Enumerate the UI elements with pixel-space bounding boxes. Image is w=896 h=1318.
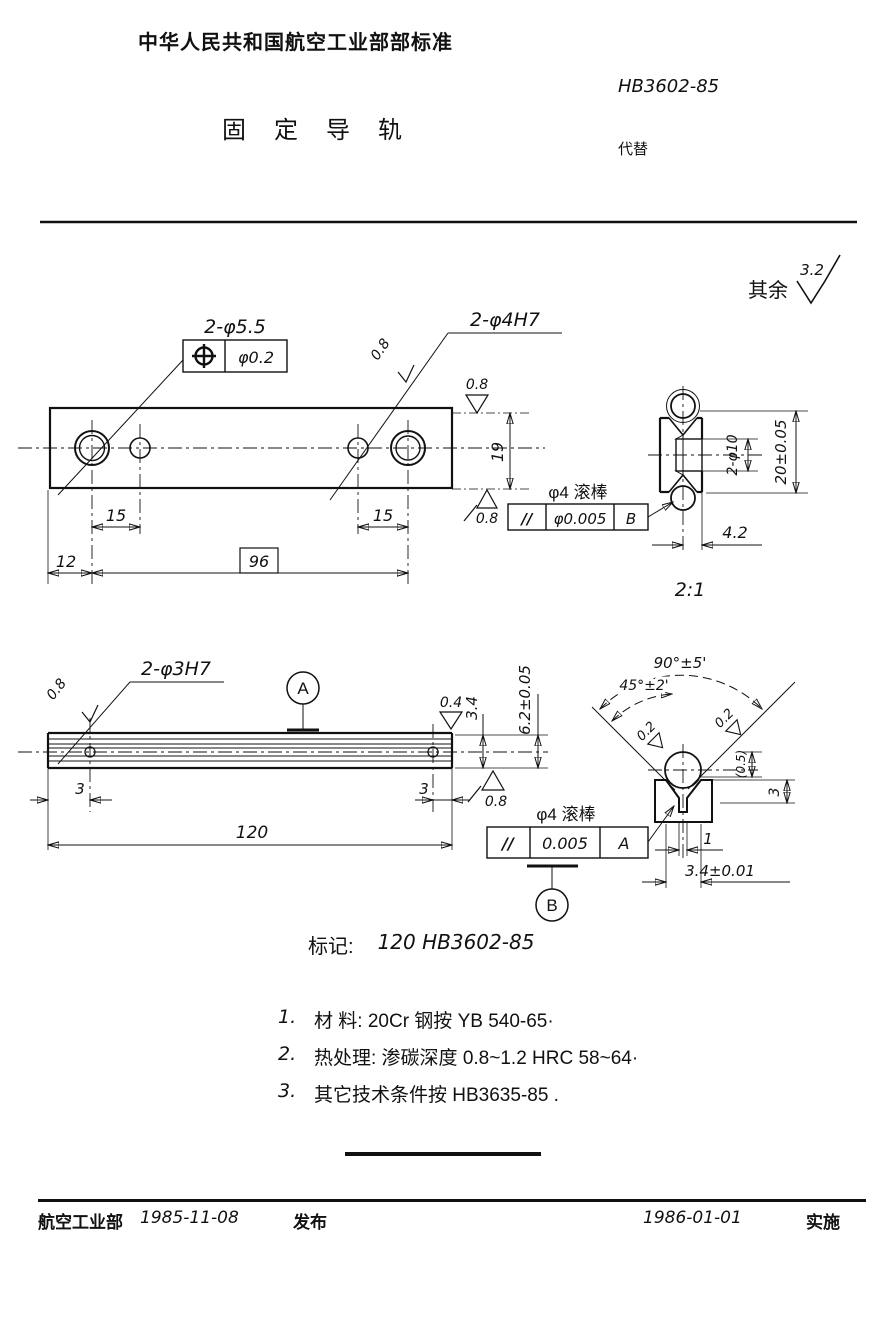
dim-counterbore: 2-φ10	[725, 434, 741, 475]
roller-note: φ4 滚棒	[548, 483, 607, 502]
scale-label: 2:1	[675, 579, 706, 601]
position-symbol-icon	[192, 344, 216, 368]
note-item: 3. 其它技术条件按 HB3635-85 .	[278, 1080, 559, 1107]
datum-b-symbol: B	[527, 864, 578, 922]
angle-90: 90°±5'	[654, 654, 707, 672]
position-tolerance-frame: φ0.2	[182, 339, 288, 373]
holes-label-5-5: 2-φ5.5	[204, 316, 266, 338]
section-divider	[345, 1152, 541, 1156]
datum-a-symbol: A	[286, 671, 320, 732]
note-number: 3.	[278, 1080, 297, 1102]
footer-issue-date: 1985-11-08	[140, 1208, 239, 1228]
note-number: 1.	[278, 1006, 297, 1028]
dim-15-right: 15	[373, 506, 393, 525]
footer-rule	[38, 1199, 866, 1202]
dim-19: 19	[488, 442, 507, 462]
note-item: 2. 热处理: 渗碳深度 0.8~1.2 HRC 58~64·	[278, 1043, 638, 1070]
footer-issue-label: 发布	[293, 1213, 327, 1232]
standard-org-title: 中华人民共和国航空工业部部标准	[138, 32, 453, 54]
finish-triangle-icon	[475, 488, 499, 509]
note-text: 其它技术条件按 HB3635-85 .	[314, 1085, 559, 1106]
dim-6-2: 6.2±0.05	[516, 665, 534, 735]
note-text: 热处理: 渗碳深度 0.8~1.2 HRC 58~64·	[314, 1048, 639, 1069]
v-block-section	[654, 779, 713, 823]
parallel-symbol: //	[500, 834, 515, 853]
finish-face-left-value: 0.2	[634, 719, 659, 744]
dim-120: 120	[236, 823, 268, 843]
roller-note-2: φ4 滚棒	[536, 805, 595, 824]
finish-triangle-icon	[480, 769, 506, 791]
page-title: 固定导轨	[222, 117, 430, 144]
holes-label-4h7: 2-φ4H7	[470, 309, 540, 331]
marking-line: 标记: 120 HB3602-85	[308, 930, 534, 959]
datum-b-label: B	[546, 896, 557, 915]
dim-0-5: (0.5)	[734, 750, 748, 778]
general-finish-symbol: 其余 3.2	[748, 254, 841, 305]
finish-left-mark: 0.8	[44, 676, 70, 703]
finish-check-icon	[796, 254, 841, 305]
general-finish-label: 其余	[748, 279, 788, 302]
parallel-datum: A	[618, 834, 630, 853]
marking-label: 标记:	[308, 936, 354, 958]
note-number: 2.	[278, 1043, 297, 1065]
footer-impl-date: 1986-01-01	[643, 1208, 742, 1228]
dim-3-4: 3.4	[463, 696, 481, 720]
datum-a-label: A	[297, 679, 309, 698]
finish-triangle-icon	[438, 711, 464, 731]
finish-04-value: 0.4	[440, 695, 462, 711]
parallel-value: 0.005	[542, 834, 588, 853]
finish-triangle-icon	[724, 718, 742, 736]
finish-face-right-value: 0.2	[712, 706, 737, 731]
finish-bottom-value: 0.8	[476, 511, 498, 527]
dim-3-4-001: 3.4±0.01	[685, 862, 755, 880]
finish-check-icon	[397, 364, 415, 384]
parallel-value: φ0.005	[554, 510, 607, 528]
holes-label-3h7: 2-φ3H7	[141, 658, 211, 680]
dim-3-left: 3	[75, 780, 85, 798]
dim-12: 12	[56, 552, 76, 571]
general-finish-value: 3.2	[800, 261, 824, 279]
finish-triangle-icon	[464, 394, 490, 415]
standard-code: HB3602-85	[618, 76, 720, 97]
note-text: 材 料: 20Cr 钢按 YB 540-65·	[314, 1011, 554, 1032]
finish-check-icon	[81, 704, 99, 724]
footer-org: 航空工业部	[38, 1213, 123, 1232]
front-view: 2-φ3H7 0.8 A 0.4 3.4	[18, 658, 674, 922]
position-tolerance-value: φ0.2	[238, 348, 274, 367]
dim-3-depth: 3	[767, 788, 783, 797]
dim-3-right: 3	[419, 780, 429, 798]
section-view: 2-φ10 20±0.05 4.2 2:1 φ4 滚棒 // φ0.005 B	[507, 386, 808, 601]
dim-height-20: 20±0.05	[772, 419, 790, 484]
note-item: 1. 材 料: 20Cr 钢按 YB 540-65·	[278, 1006, 554, 1033]
marking-value: 120 HB3602-85	[377, 930, 535, 954]
footer-impl-label: 实施	[806, 1213, 840, 1232]
parallelism-frame-b: // φ0.005 B	[507, 503, 649, 531]
parallel-datum: B	[626, 510, 636, 528]
finish-bottom-value: 0.8	[485, 794, 507, 810]
parallelism-frame-a: // 0.005 A	[486, 826, 649, 859]
finish-left-value: 0.8	[44, 676, 70, 703]
finish-face-left-mark: 0.2	[634, 719, 664, 749]
angle-45: 45°±2'	[619, 678, 668, 694]
finish-face-right-mark: 0.2	[712, 706, 742, 736]
dim-1: 1	[703, 830, 713, 848]
finish-diag-mark: 0.8	[368, 336, 394, 363]
finish-triangle-icon	[646, 731, 664, 749]
dim-4-2: 4.2	[722, 523, 747, 542]
dim-96: 96	[249, 552, 269, 571]
finish-top-value: 0.8	[466, 377, 488, 393]
top-view: φ0.2 2-φ5.5 2-φ4H7 0.8 0.8 0.8 19	[18, 309, 562, 584]
replaces-label: 代替	[618, 141, 649, 158]
parallel-symbol: //	[520, 510, 534, 528]
finish-diag-value: 0.8	[368, 336, 394, 363]
dim-15-left: 15	[106, 506, 126, 525]
